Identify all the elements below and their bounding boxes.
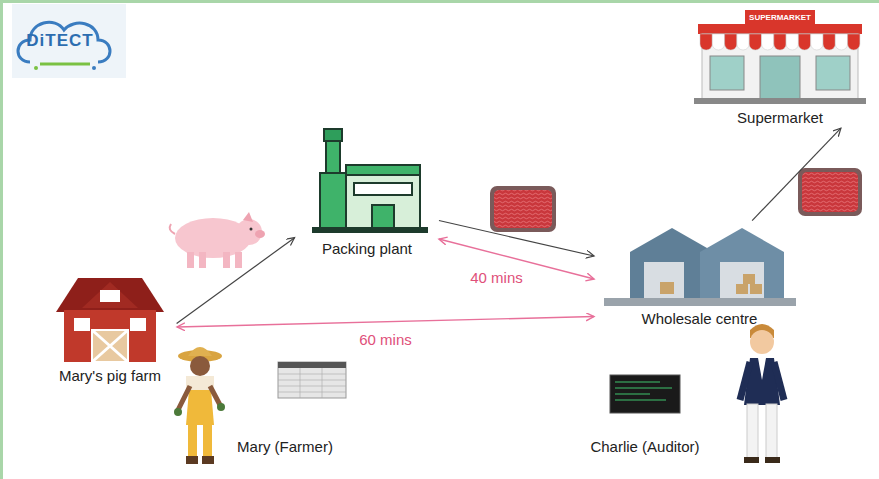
- node-label: Packing plant: [322, 240, 412, 257]
- building-icon: [302, 125, 432, 237]
- building-icon: [50, 270, 170, 364]
- flow-arrow: [439, 220, 594, 255]
- flow-arrow: [177, 317, 594, 327]
- travel-time: 40 mins: [467, 269, 526, 286]
- building-icon: [690, 10, 870, 106]
- node-label: Mary's pig farm: [59, 367, 161, 384]
- sign-text: SUPERMARKET: [749, 13, 811, 22]
- travel-time: 60 mins: [356, 330, 415, 347]
- building-icon: [600, 222, 800, 307]
- node-label: Wholesale centre: [642, 310, 758, 327]
- site-node: Supermarket: [690, 10, 870, 126]
- logo-text: DiTECT: [26, 31, 93, 51]
- node-label: Supermarket: [737, 109, 823, 126]
- person-label: Mary (Farmer): [237, 438, 333, 455]
- site-node: Packing plant: [297, 125, 437, 257]
- person-label: Charlie (Auditor): [590, 438, 699, 455]
- flow-arrow: [752, 128, 841, 220]
- site-node: Wholesale centre: [597, 222, 802, 327]
- site-node: Mary's pig farm: [45, 270, 175, 384]
- flow-arrow: [177, 238, 295, 324]
